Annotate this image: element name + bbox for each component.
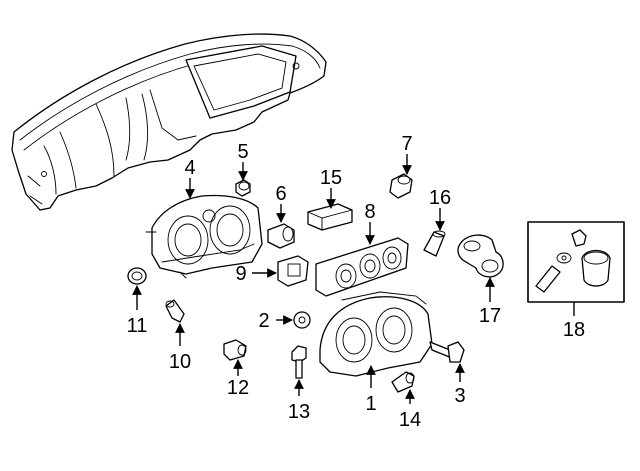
callout-13: 13 bbox=[288, 401, 310, 423]
part-4-instrument-cluster bbox=[145, 194, 263, 279]
callout-8: 8 bbox=[364, 201, 375, 223]
callout-3: 3 bbox=[454, 385, 465, 407]
instrument-panel-carrier bbox=[11, 33, 327, 211]
part-1-cluster-assembly bbox=[319, 291, 433, 377]
part-18-kit-box bbox=[527, 221, 625, 303]
callout-14: 14 bbox=[399, 409, 421, 431]
callout-11: 11 bbox=[127, 315, 148, 337]
leader-arrows bbox=[132, 154, 575, 404]
callout-7: 7 bbox=[401, 133, 412, 155]
callout-10: 10 bbox=[169, 351, 191, 373]
part-14-bulb bbox=[391, 371, 415, 393]
callout-1: 1 bbox=[365, 393, 376, 415]
part-8-climate-control bbox=[315, 237, 409, 297]
part-11-cap bbox=[127, 267, 147, 285]
callout-9: 9 bbox=[235, 263, 246, 285]
part-15-switch bbox=[307, 203, 353, 231]
callout-2: 2 bbox=[258, 310, 269, 332]
callout-17: 17 bbox=[479, 305, 501, 327]
part-16-socket bbox=[423, 230, 446, 257]
part-13-bolt bbox=[291, 345, 307, 379]
callout-labels: 4 5 6 7 15 8 9 16 17 18 11 10 2 12 13 1 … bbox=[127, 133, 586, 431]
part-7-bulb bbox=[389, 173, 413, 199]
part-17-cover bbox=[457, 234, 504, 278]
part-3-bolt bbox=[429, 341, 465, 363]
part-6-knob bbox=[267, 223, 295, 249]
callout-6: 6 bbox=[275, 183, 286, 205]
callout-15: 15 bbox=[320, 167, 342, 189]
part-2-washer bbox=[293, 311, 311, 329]
part-10-bulb bbox=[165, 299, 185, 323]
callout-18: 18 bbox=[563, 319, 585, 341]
part-9-switch bbox=[277, 255, 309, 287]
callout-5: 5 bbox=[237, 141, 248, 163]
part-12-bulb bbox=[223, 339, 247, 361]
callout-12: 12 bbox=[227, 377, 249, 399]
part-5-bulb bbox=[235, 179, 251, 197]
callout-4: 4 bbox=[184, 157, 195, 179]
callout-16: 16 bbox=[429, 187, 451, 209]
